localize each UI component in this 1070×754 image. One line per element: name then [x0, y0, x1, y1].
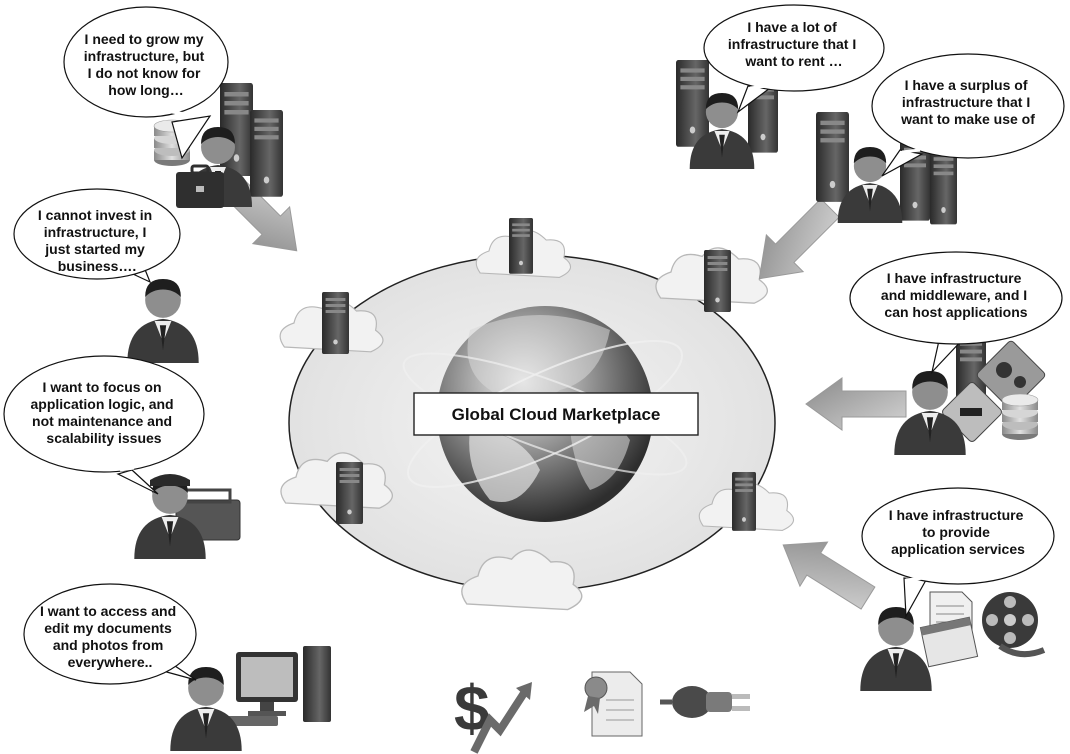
marketplace-label-box — [413, 392, 699, 436]
bubble-text: I have infrastructure and middleware, an… — [881, 270, 1031, 320]
bubble-text: I have a lot of infrastructure that I wa… — [728, 19, 860, 69]
server-icon — [336, 462, 363, 524]
server-icon — [704, 250, 731, 312]
bubble-app-services: I have infrastructure to provide applica… — [861, 487, 1055, 619]
film-reel-icon — [982, 592, 1046, 658]
calendar-icon — [919, 616, 979, 668]
marketplace-label: Global Cloud Marketplace — [452, 405, 661, 424]
bubble-text: I want to focus on application logic, an… — [30, 379, 177, 446]
bubble-access-docs: I want to access and edit my documents a… — [23, 583, 197, 685]
gears-icon — [976, 340, 1046, 410]
actor-grow-infra — [153, 83, 283, 208]
marketplace-area: Global Cloud Marketplace — [279, 218, 795, 611]
certificate-icon — [584, 671, 643, 737]
server-icon — [322, 292, 349, 354]
person-icon — [860, 607, 932, 691]
actor-host-apps — [894, 334, 1046, 455]
computer-icon — [208, 646, 331, 726]
dollar-growth-icon: $ — [454, 672, 532, 754]
bubble-grow-infra: I need to grow my infrastructure, but I … — [63, 6, 229, 160]
person-icon — [170, 667, 242, 751]
briefcase-icon — [176, 164, 224, 208]
server-icon — [930, 150, 957, 225]
bubble-surplus-infra: I have a surplus of infrastructure that … — [871, 53, 1065, 177]
bubble-text: I cannot invest in infrastructure, I jus… — [38, 207, 156, 274]
server-icon — [732, 472, 756, 531]
arrow-from-middleware-host — [805, 377, 907, 431]
actor-focus-logic — [134, 474, 241, 559]
bubble-text: I have infrastructure to provide applica… — [889, 507, 1028, 557]
cap-icon — [150, 474, 190, 486]
bubble-rent-infra: I have a lot of infrastructure that I wa… — [703, 4, 885, 114]
actor-cannot-invest — [127, 279, 199, 363]
actor-access-docs — [170, 646, 331, 751]
server-icon — [676, 60, 709, 147]
server-icon — [250, 110, 283, 197]
person-icon — [127, 279, 199, 363]
disk-stack-icon — [1001, 393, 1039, 441]
bubble-text: I need to grow my infrastructure, but I … — [84, 31, 208, 98]
bubble-focus-logic: I want to focus on application logic, an… — [3, 355, 205, 495]
bubble-text: I have a surplus of infrastructure that … — [900, 77, 1035, 127]
bubble-host-apps: I have infrastructure and middleware, an… — [849, 251, 1063, 375]
bubble-text: I want to access and edit my documents a… — [40, 603, 180, 670]
bubble-cannot-invest: I cannot invest in infrastructure, I jus… — [13, 188, 181, 284]
server-icon — [816, 112, 849, 202]
server-icon — [509, 218, 533, 274]
actor-app-services — [860, 591, 1046, 691]
cloud-node-top — [475, 218, 572, 278]
plug-icon — [660, 686, 750, 718]
